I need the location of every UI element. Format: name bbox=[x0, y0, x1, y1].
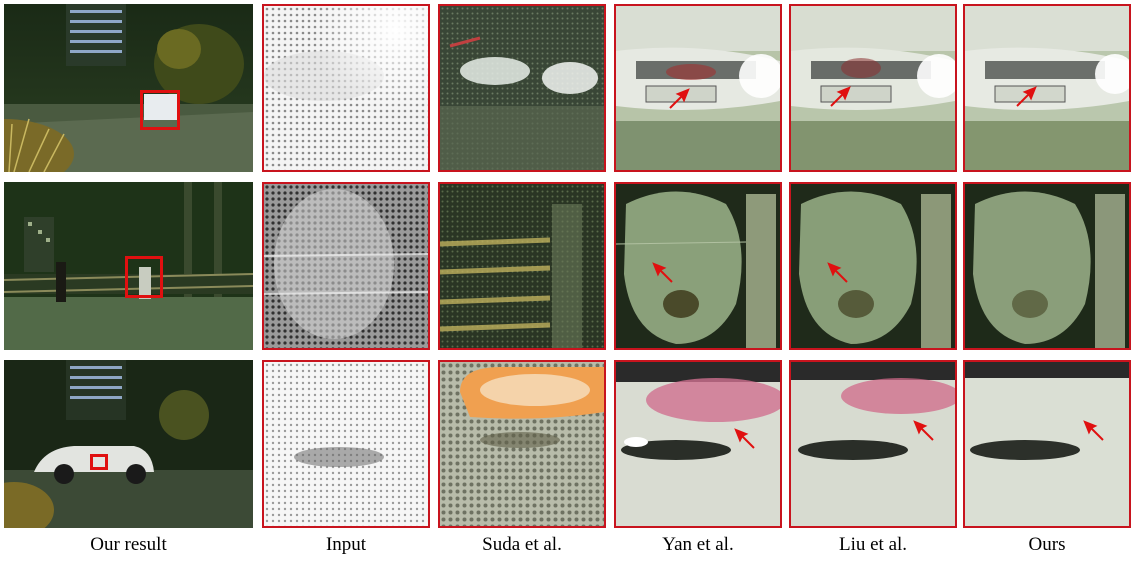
row1-liu-crop bbox=[789, 4, 957, 172]
row3-yan-crop bbox=[614, 360, 782, 528]
row1-yan-crop bbox=[614, 4, 782, 172]
row3-liu-crop bbox=[789, 360, 957, 528]
caption-liu: Liu et al. bbox=[838, 534, 908, 555]
row2-liu-crop bbox=[789, 182, 957, 350]
row2-input-crop bbox=[262, 182, 430, 350]
row3-our-result-image bbox=[4, 360, 253, 528]
caption-our-result: Our result bbox=[90, 534, 167, 555]
row3-ours-crop bbox=[963, 360, 1131, 528]
region-of-interest-box bbox=[125, 256, 163, 298]
row3-input-crop bbox=[262, 360, 430, 528]
row1-input-crop bbox=[262, 4, 430, 172]
comparison-grid bbox=[4, 4, 1131, 528]
caption-input: Input bbox=[325, 534, 367, 555]
caption-suda: Suda et al. bbox=[482, 534, 562, 555]
row2-suda-crop bbox=[438, 182, 606, 350]
region-of-interest-box bbox=[90, 454, 108, 470]
row1-suda-crop bbox=[438, 4, 606, 172]
region-of-interest-box bbox=[140, 90, 180, 130]
row1-our-result-image bbox=[4, 4, 253, 172]
row1-ours-crop bbox=[963, 4, 1131, 172]
row3-suda-crop bbox=[438, 360, 606, 528]
caption-ours: Ours bbox=[1028, 534, 1066, 555]
row2-our-result-image bbox=[4, 182, 253, 350]
row2-ours-crop bbox=[963, 182, 1131, 350]
caption-yan: Yan et al. bbox=[662, 534, 734, 555]
row2-yan-crop bbox=[614, 182, 782, 350]
